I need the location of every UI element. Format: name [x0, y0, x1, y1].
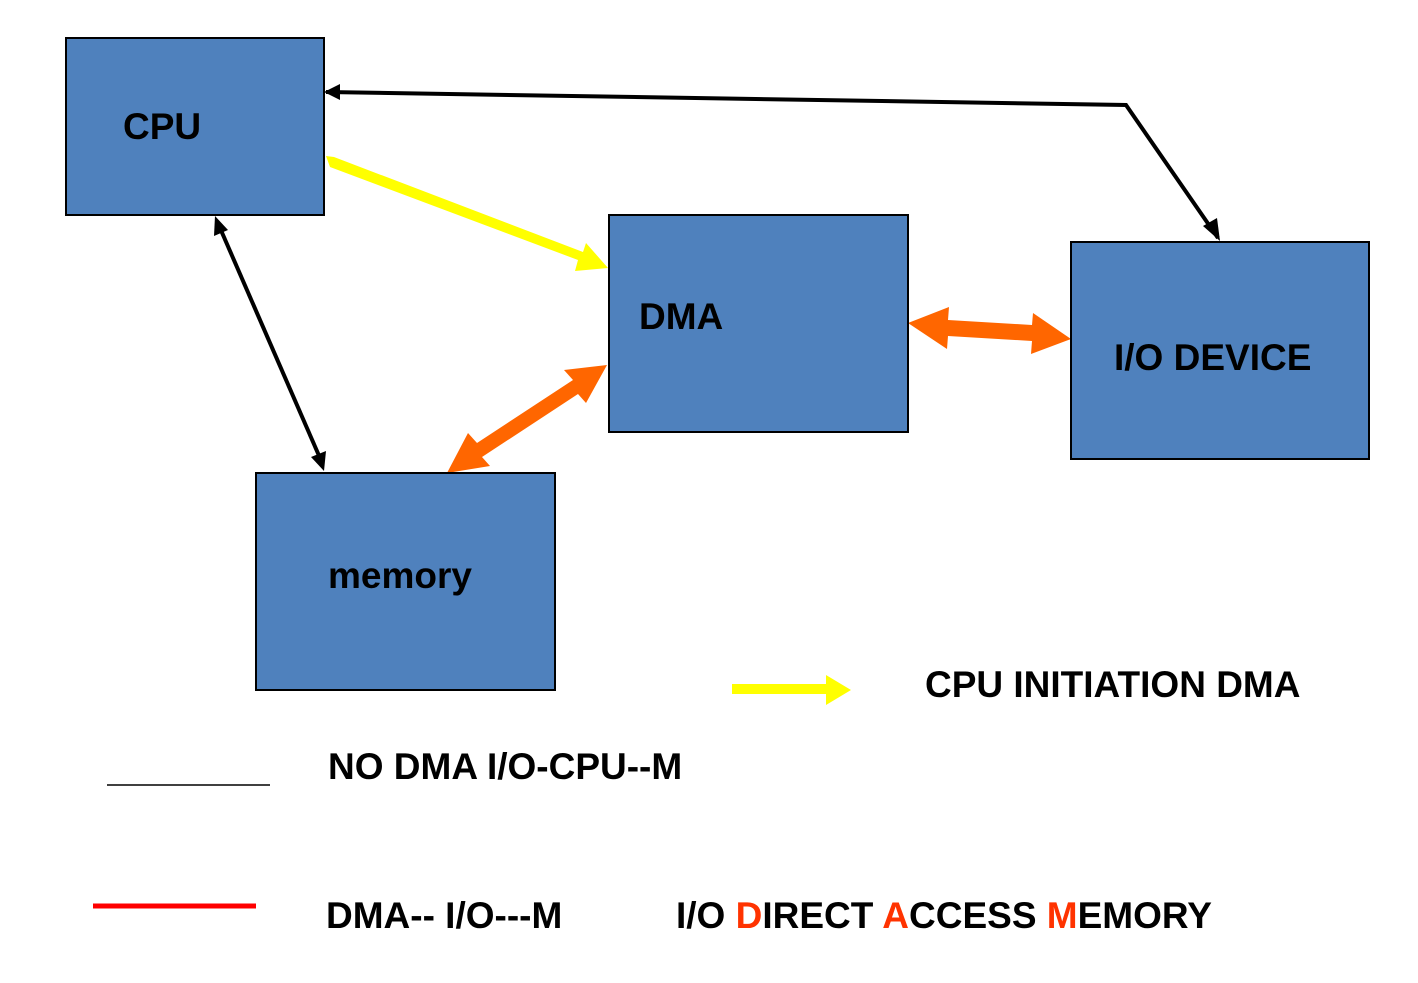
acronym-letter-m: M — [1046, 895, 1078, 936]
legend-black-label: NO DMA I/O-CPU--M — [328, 746, 683, 787]
dma-memory-arrow — [447, 365, 607, 473]
arrowhead-cpu-bottom — [214, 216, 228, 236]
dma-io-arrow — [908, 307, 1071, 354]
io-device-box — [1070, 241, 1370, 460]
memory-label: memory — [328, 555, 472, 596]
dma-box — [608, 214, 909, 433]
acronym-prefix: I/O — [676, 895, 736, 936]
arrowhead-io — [1203, 218, 1220, 241]
io-device-label: I/O DEVICE — [1114, 337, 1312, 378]
arrowhead-cpu — [324, 84, 340, 100]
acronym-letter-a: A — [882, 895, 910, 936]
cpu-label: CPU — [123, 106, 202, 147]
legend-yellow-label: CPU INITIATION DMA — [925, 664, 1301, 705]
arrowhead-memory-top — [311, 451, 326, 471]
acronym-letter-d: D — [735, 895, 763, 936]
acronym-expansion: I/O DIRECT ACCESS MEMORY — [676, 895, 1212, 937]
cpu-box — [65, 37, 325, 216]
legend-red-label: DMA-- I/O---M — [326, 895, 563, 936]
io-cpu-connector — [325, 90, 1220, 240]
acronym-direct-rest: IRECT — [762, 895, 883, 936]
cpu-to-dma-arrow — [326, 156, 608, 271]
acronym-access-rest: CCESS — [909, 895, 1047, 936]
dma-label: DMA — [639, 296, 724, 337]
acronym-memory-rest: EMORY — [1077, 895, 1212, 936]
cpu-memory-connector — [218, 227, 322, 459]
legend-yellow-arrow — [732, 675, 851, 705]
memory-box — [255, 472, 556, 691]
